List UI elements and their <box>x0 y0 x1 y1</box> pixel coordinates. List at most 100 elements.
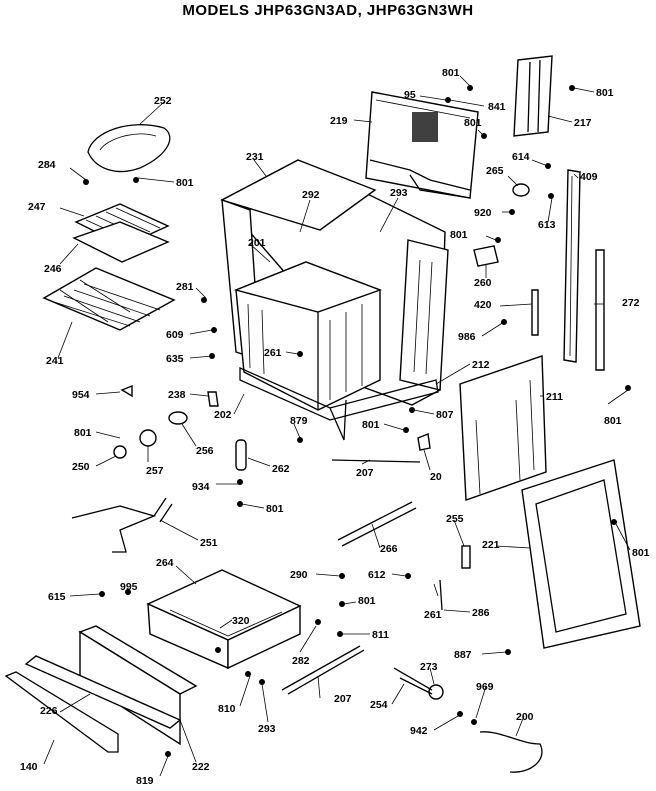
label-251: 251 <box>200 537 218 549</box>
label-293: 293 <box>390 187 408 199</box>
label-266: 266 <box>380 543 398 555</box>
label-320: 320 <box>232 615 250 627</box>
label-140: 140 <box>20 761 38 773</box>
back-cover-panel <box>365 91 479 199</box>
label-635: 635 <box>166 353 184 365</box>
label-260: 260 <box>474 277 492 289</box>
label-207-b: 207 <box>334 693 352 705</box>
label-241: 241 <box>46 355 64 367</box>
label-801-j: 801 <box>632 547 650 559</box>
slide-rail-207 <box>281 645 365 695</box>
label-200: 200 <box>516 711 534 723</box>
part-256 <box>168 411 188 425</box>
thermostat-knob-273 <box>393 667 444 700</box>
label-811: 811 <box>372 629 389 641</box>
label-801-g: 801 <box>362 419 380 431</box>
oven-liner <box>233 261 383 411</box>
label-969: 969 <box>476 681 494 693</box>
label-934: 934 <box>192 481 210 493</box>
label-246: 246 <box>44 263 62 275</box>
label-250: 250 <box>72 461 90 473</box>
label-615: 615 <box>48 591 66 603</box>
slide-rail-266 <box>337 501 417 547</box>
broil-element <box>87 124 171 173</box>
label-252: 252 <box>154 95 172 107</box>
label-801-b: 801 <box>464 117 482 129</box>
label-613: 613 <box>538 219 556 231</box>
sensor-200 <box>479 731 543 773</box>
part-20 <box>417 433 431 451</box>
oven-door <box>521 459 641 649</box>
part-number-labels: 801 95 841 219 801 801 217 614 265 409 2… <box>20 67 650 787</box>
label-293-b: 293 <box>258 723 276 735</box>
storage-drawer <box>146 569 302 670</box>
label-211: 211 <box>546 391 563 403</box>
part-255 <box>461 545 471 569</box>
label-201: 201 <box>248 237 266 249</box>
label-265: 265 <box>486 165 504 177</box>
label-282: 282 <box>292 655 310 667</box>
label-612: 612 <box>368 569 386 581</box>
label-20: 20 <box>430 471 442 483</box>
label-238: 238 <box>168 389 186 401</box>
label-281: 281 <box>176 281 194 293</box>
leader-lines <box>43 75 631 777</box>
label-264: 264 <box>156 557 174 569</box>
label-262: 262 <box>272 463 290 475</box>
label-841: 841 <box>488 101 506 113</box>
label-801-f: 801 <box>604 415 622 427</box>
label-954: 954 <box>72 389 90 401</box>
label-273: 273 <box>420 661 438 673</box>
label-609: 609 <box>166 329 184 341</box>
part-954 <box>120 384 133 398</box>
label-801-i: 801 <box>266 503 284 515</box>
label-231: 231 <box>246 151 264 163</box>
label-801-e: 801 <box>450 229 468 241</box>
side-panel-211 <box>459 355 547 501</box>
label-290: 290 <box>290 569 308 581</box>
label-801-h: 801 <box>74 427 92 439</box>
screw-markers <box>83 85 631 757</box>
label-261-b: 261 <box>424 609 442 621</box>
label-222: 222 <box>192 761 210 773</box>
label-255: 255 <box>446 513 464 525</box>
label-219: 219 <box>330 115 348 127</box>
part-257 <box>139 429 157 447</box>
label-212: 212 <box>472 359 490 371</box>
part-260 <box>473 245 499 267</box>
side-trim-strip <box>563 169 581 363</box>
label-986: 986 <box>458 331 476 343</box>
side-strip-272 <box>595 249 605 371</box>
label-807: 807 <box>436 409 454 421</box>
label-292: 292 <box>302 189 320 201</box>
oven-rack <box>42 267 176 331</box>
label-284: 284 <box>38 159 56 171</box>
label-261: 261 <box>264 347 282 359</box>
front-frame <box>239 366 439 441</box>
label-257: 257 <box>146 465 164 477</box>
label-217: 217 <box>574 117 592 129</box>
drawer-side-140 <box>4 671 119 753</box>
label-801-top: 801 <box>442 67 460 79</box>
bake-element <box>71 497 173 553</box>
label-221: 221 <box>482 539 500 551</box>
label-801-c: 801 <box>596 87 614 99</box>
label-254: 254 <box>370 699 388 711</box>
part-250 <box>113 445 127 459</box>
label-810: 810 <box>218 703 236 715</box>
diagram-title: MODELS JHP63GN3AD, JHP63GN3WH <box>182 2 474 19</box>
part-238 <box>207 391 219 407</box>
label-879: 879 <box>290 415 308 427</box>
part-262 <box>235 439 247 471</box>
bracket-420 <box>531 289 539 336</box>
label-247: 247 <box>28 201 46 213</box>
label-920: 920 <box>474 207 492 219</box>
vent-slots <box>412 112 438 142</box>
label-420: 420 <box>474 299 492 311</box>
label-286: 286 <box>472 607 490 619</box>
broiler-pan <box>72 221 170 263</box>
label-995: 995 <box>120 581 138 593</box>
label-801-d: 801 <box>176 177 194 189</box>
